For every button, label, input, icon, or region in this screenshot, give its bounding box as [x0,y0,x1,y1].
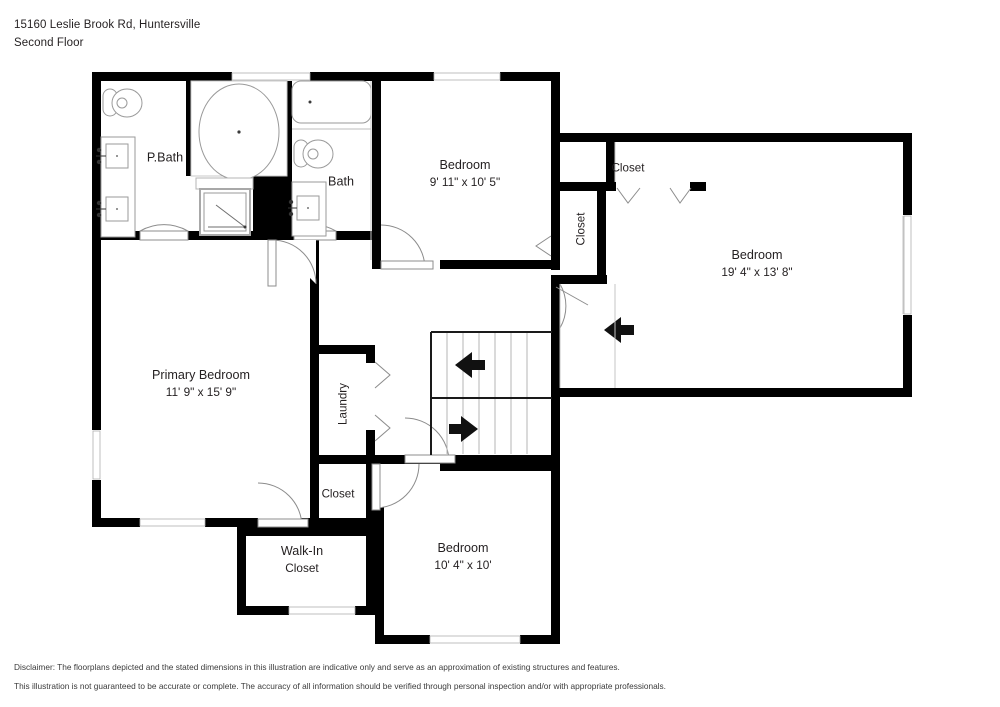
sink-icon [96,143,129,169]
entry-arrow-icon [604,317,634,343]
closet-door-upper-right [669,187,692,204]
closet-door-upper-left [616,187,641,204]
room-label-closet-upper: Closet [612,160,645,177]
toilet-icon [293,139,334,169]
door-group [139,187,692,528]
room-label-bedroom-front: Bedroom 9' 11" x 10' 5" [430,157,500,191]
room-name: Laundry [336,383,350,425]
window [288,606,356,615]
door-bedroom-rear [404,417,456,464]
door-walkin [257,482,309,528]
room-name: P.Bath [146,150,184,165]
laundry-door-lower [374,414,391,442]
door-closet-lower [371,463,420,511]
room-label-walk-in-closet: Walk-In Closet [281,543,323,577]
door-bedroom-right [555,283,589,329]
room-label-p-bath: P.Bath [147,150,183,167]
window [429,635,521,644]
room-name: Bedroom [437,541,489,555]
room-name: Bedroom [439,158,491,172]
room-label-closet-vertical: Closet [573,213,590,246]
room-dimensions: Closet [285,561,319,575]
page-title-address: 15160 Leslie Brook Rd, Huntersville [14,19,201,31]
door-bedroom-front [380,224,434,270]
disclaimer-line-2: This illustration is not guaranteed to b… [14,681,666,691]
closet-door-vertical [535,235,552,257]
sink-icon [288,195,320,221]
room-label-bath: Bath [328,174,354,191]
window-group [92,72,912,644]
door-pbath [139,224,189,241]
page-subtitle-floor: Second Floor [14,37,84,49]
room-dimensions: 11' 9" x 15' 9" [165,385,237,399]
oval-tub-icon [190,80,288,181]
room-name: Closet [574,212,588,246]
room-name: Bedroom [731,248,783,262]
room-name: Closet [321,487,355,501]
stair-arrow-down-icon [449,416,478,442]
toilet-icon [102,88,143,118]
sink-icon [96,196,129,222]
stair-arrow-up-icon [455,352,485,378]
room-name: Closet [611,161,645,175]
bathtub-icon [291,80,372,124]
guide-line-group [370,81,904,388]
room-name: Primary Bedroom [152,368,250,382]
door-hall-upper [267,239,317,287]
stairs [430,331,552,455]
room-label-laundry: Laundry [335,383,352,425]
room-name: Walk-In [280,544,324,558]
room-label-primary-bedroom: Primary Bedroom 11' 9" x 15' 9" [152,367,250,401]
window [139,518,206,527]
shower-stall-icon [195,177,254,236]
room-dimensions: 19' 4" x 13' 8" [721,265,793,279]
window [231,72,311,81]
window [92,430,101,480]
window [903,215,912,315]
fixture-group [96,80,372,238]
room-dimensions: 9' 11" x 10' 5" [429,175,501,189]
room-dimensions: 10' 4" x 10' [434,558,492,572]
room-name: Bath [328,174,354,189]
direction-arrow-group [449,317,634,442]
window [433,72,501,81]
laundry-door-upper [374,361,391,389]
room-label-bedroom-right: Bedroom 19' 4" x 13' 8" [721,247,792,281]
disclaimer-line-1: Disclaimer: The floorplans depicted and … [14,662,620,672]
room-label-closet-lower: Closet [322,486,355,503]
room-label-bedroom-rear: Bedroom 10' 4" x 10' [434,540,491,574]
